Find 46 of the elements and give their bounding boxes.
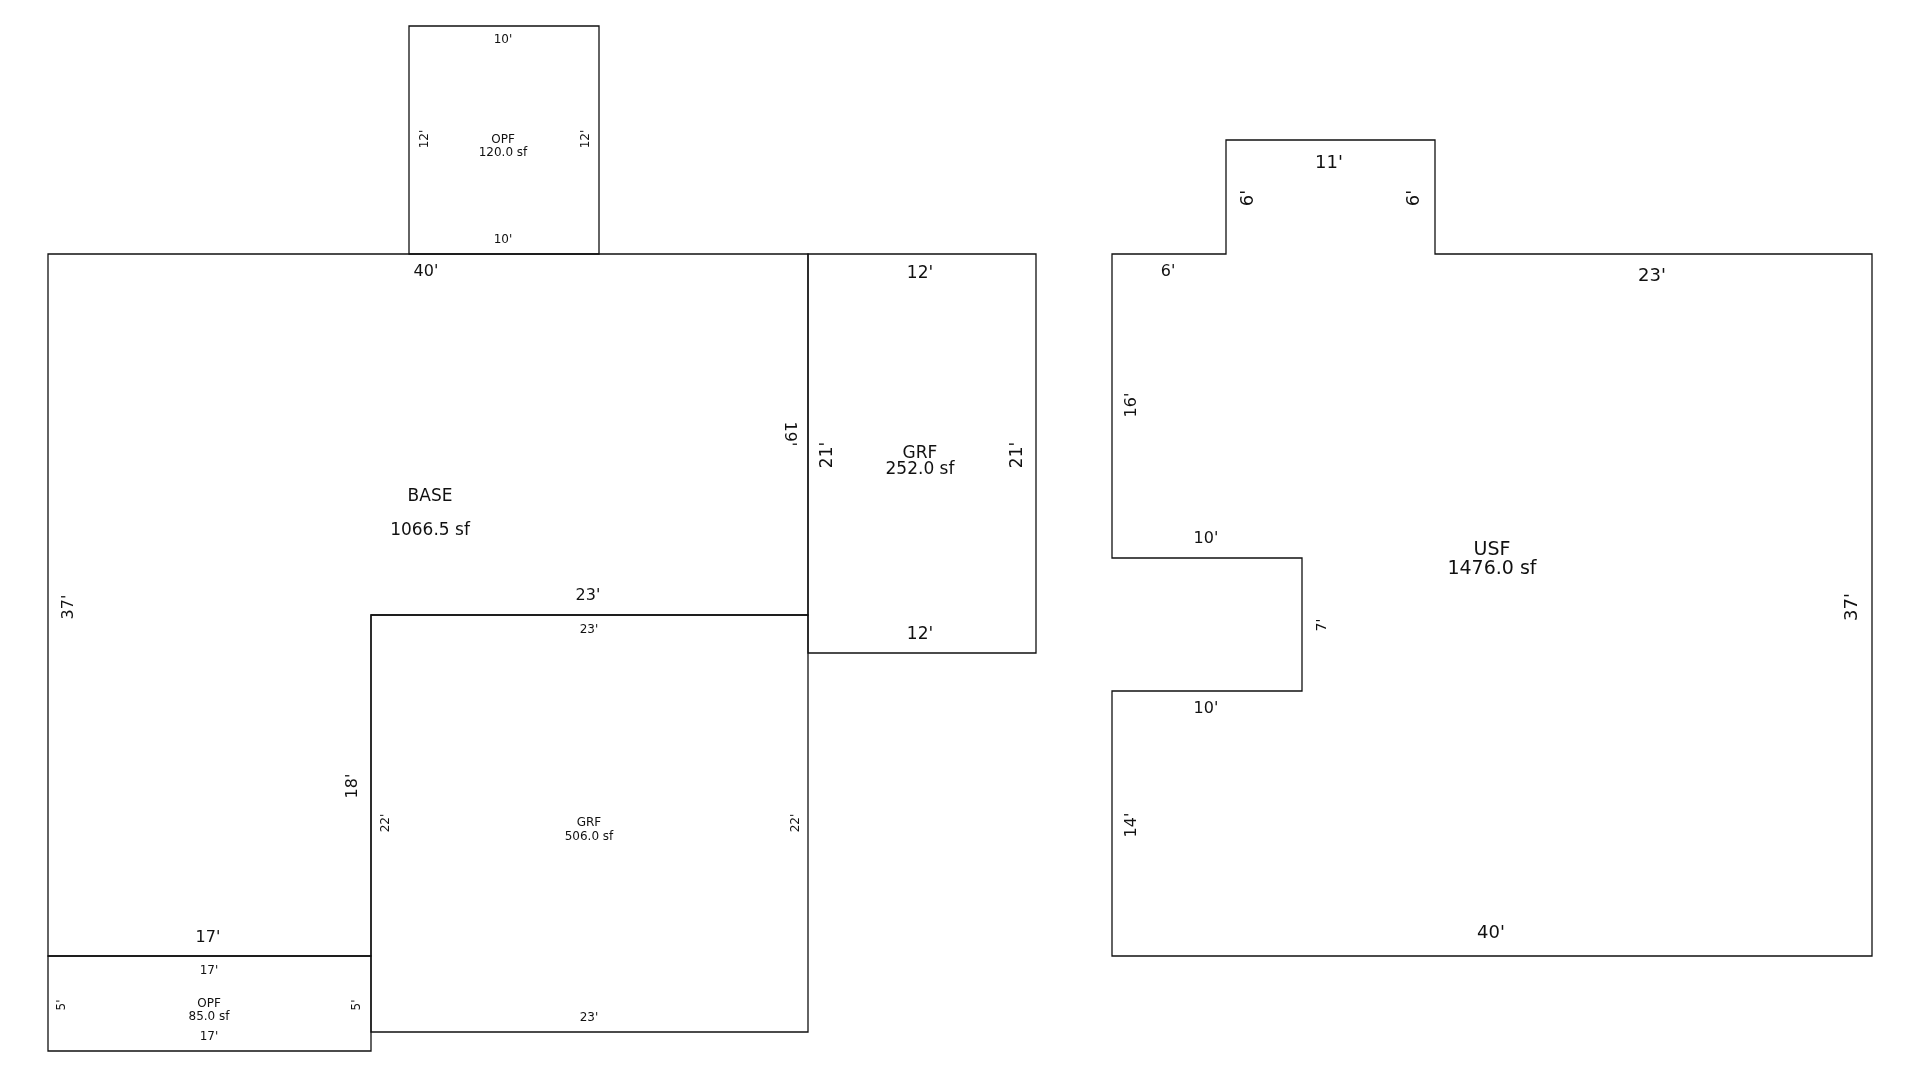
area-value: 120.0 sf [478, 146, 528, 158]
dimension-label: 6' [1404, 189, 1422, 207]
dimension-label: 23' [1638, 266, 1666, 284]
dimension-label: 5' [55, 999, 67, 1011]
room-name: BASE [407, 486, 453, 504]
room-name: GRF [576, 816, 602, 828]
dimension-label: 10' [1193, 530, 1219, 546]
dimension-label: 23' [579, 623, 599, 635]
dimension-label: 10' [493, 33, 513, 45]
room-name: OPF [491, 133, 515, 145]
dimension-label: 11' [1315, 153, 1343, 171]
dimension-label: 10' [1193, 700, 1219, 716]
dimension-label: 18' [344, 773, 360, 799]
dimension-label: 17' [195, 929, 221, 945]
dimension-label: 5' [350, 999, 362, 1011]
dimension-label: 23' [575, 587, 601, 603]
area-value: 85.0 sf [188, 1010, 230, 1022]
dimension-label: 10' [493, 233, 513, 245]
dimension-label: 7' [1314, 618, 1328, 632]
dimension-label: 37' [1842, 593, 1860, 621]
dimension-label: 16' [1123, 392, 1139, 418]
dimension-label: 12' [906, 624, 934, 642]
area-value: 506.0 sf [564, 830, 614, 842]
dimension-label: 12' [579, 129, 591, 149]
dimension-label: 19' [782, 421, 798, 447]
dimension-label: 17' [199, 1030, 219, 1042]
dimension-label: 6' [1238, 189, 1256, 207]
dimension-label: 14' [1123, 812, 1139, 838]
dimension-label: 12' [418, 129, 430, 149]
dimension-label: 21' [1007, 441, 1025, 469]
dimension-label: 6' [1160, 263, 1176, 279]
room-name: OPF [197, 997, 221, 1009]
dimension-label: 37' [60, 594, 76, 620]
room-name: USF [1473, 538, 1511, 558]
dimension-label: 21' [817, 441, 835, 469]
area-value: 252.0 sf [885, 459, 955, 477]
area-value: 1066.5 sf [390, 520, 470, 538]
dimension-label: 17' [199, 964, 219, 976]
dimension-label: 22' [789, 813, 801, 833]
dimension-label: 23' [579, 1011, 599, 1023]
dimension-label: 40' [413, 263, 439, 279]
dimension-label: 22' [379, 813, 391, 833]
room-name: GRF [902, 443, 938, 461]
area-value: 1476.0 sf [1447, 557, 1537, 577]
dimension-label: 12' [906, 263, 934, 281]
dimension-label: 40' [1477, 923, 1505, 941]
